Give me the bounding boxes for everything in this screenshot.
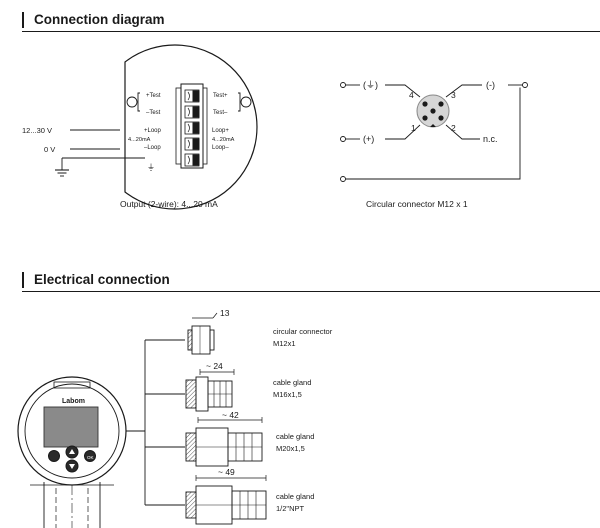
pin-1-signal: (+) bbox=[363, 134, 374, 144]
ammeter-symbol-right bbox=[240, 96, 252, 108]
minus-loop-left: –Loop bbox=[144, 145, 161, 151]
minus-loop-right: Loop– bbox=[212, 145, 229, 151]
m20-label-line1: cable gland bbox=[276, 432, 314, 441]
m16-label-line1: cable gland bbox=[273, 378, 311, 387]
current-range-right: 4...20mA bbox=[212, 137, 235, 143]
device-ok-label: OK bbox=[87, 455, 94, 460]
plus-loop-right: Loop+ bbox=[212, 128, 229, 134]
device-button-left bbox=[48, 450, 60, 462]
electrical-connection-title: Electrical connection bbox=[22, 272, 170, 288]
connector-branch-lines bbox=[126, 339, 185, 506]
device-display bbox=[43, 406, 99, 448]
minus-test-right: Test– bbox=[213, 110, 228, 116]
connection-diagram-title: Connection diagram bbox=[22, 12, 165, 28]
device-button-right bbox=[84, 450, 96, 462]
plus-test-right: Test+ bbox=[213, 93, 228, 99]
pin-3-number: 3 bbox=[451, 90, 456, 100]
m12-label-line1: circular connector bbox=[273, 327, 333, 336]
plus-test-left: +Test bbox=[146, 93, 161, 99]
m20-label-line2: M20x1,5 bbox=[276, 444, 305, 453]
npt-gland-drawing bbox=[185, 475, 267, 525]
device-top-cap bbox=[53, 381, 91, 389]
m12-connector-diagram bbox=[340, 82, 528, 182]
pin-4-signal: (⏚) bbox=[363, 80, 378, 90]
housing-outline bbox=[124, 44, 258, 210]
ammeter-symbol-left bbox=[126, 96, 138, 108]
npt-label-line2: 1/2"NPT bbox=[276, 504, 305, 513]
npt-label-line1: cable gland bbox=[276, 492, 314, 501]
m12-dimension: 13 bbox=[220, 308, 230, 318]
terminal-screws bbox=[184, 89, 200, 167]
terminal-block-diagram bbox=[55, 44, 258, 210]
zero-voltage-label: 0 V bbox=[44, 145, 55, 154]
npt-dimension: ~ 49 bbox=[218, 467, 235, 477]
pin-3-signal: (-) bbox=[486, 80, 495, 90]
m16-gland-drawing bbox=[185, 369, 235, 412]
m12-label-line2: M12x1 bbox=[273, 339, 296, 348]
minus-test-left: –Test bbox=[146, 110, 161, 116]
device-front-view bbox=[17, 376, 127, 528]
m16-dimension: ~ 24 bbox=[206, 361, 223, 371]
supply-voltage-label: 12...30 V bbox=[22, 126, 52, 135]
terminal-block bbox=[180, 83, 204, 169]
current-range-left: 4...20mA bbox=[128, 137, 151, 143]
pin-1-number: 1 bbox=[411, 123, 416, 133]
device-brand: Labom bbox=[62, 398, 85, 405]
pin-2-signal: n.c. bbox=[483, 134, 498, 144]
electrical-title-rule bbox=[22, 291, 600, 292]
pin-2-number: 2 bbox=[451, 123, 456, 133]
pin-4-number: 4 bbox=[409, 90, 414, 100]
device-housing-inner bbox=[24, 383, 120, 479]
m20-gland-drawing bbox=[185, 417, 263, 467]
plus-loop-left: +Loop bbox=[144, 128, 162, 134]
m20-dimension: ~ 42 bbox=[222, 410, 239, 420]
terminal-caption: Output (2-wire): 4...20 mA bbox=[120, 199, 218, 209]
connection-title-rule bbox=[22, 31, 600, 32]
m16-label-line2: M16x1,5 bbox=[273, 390, 302, 399]
ground-symbol: ⏚ bbox=[147, 163, 155, 172]
m12-connector-drawing bbox=[187, 312, 218, 355]
m12-caption: Circular connector M12 x 1 bbox=[366, 199, 468, 209]
